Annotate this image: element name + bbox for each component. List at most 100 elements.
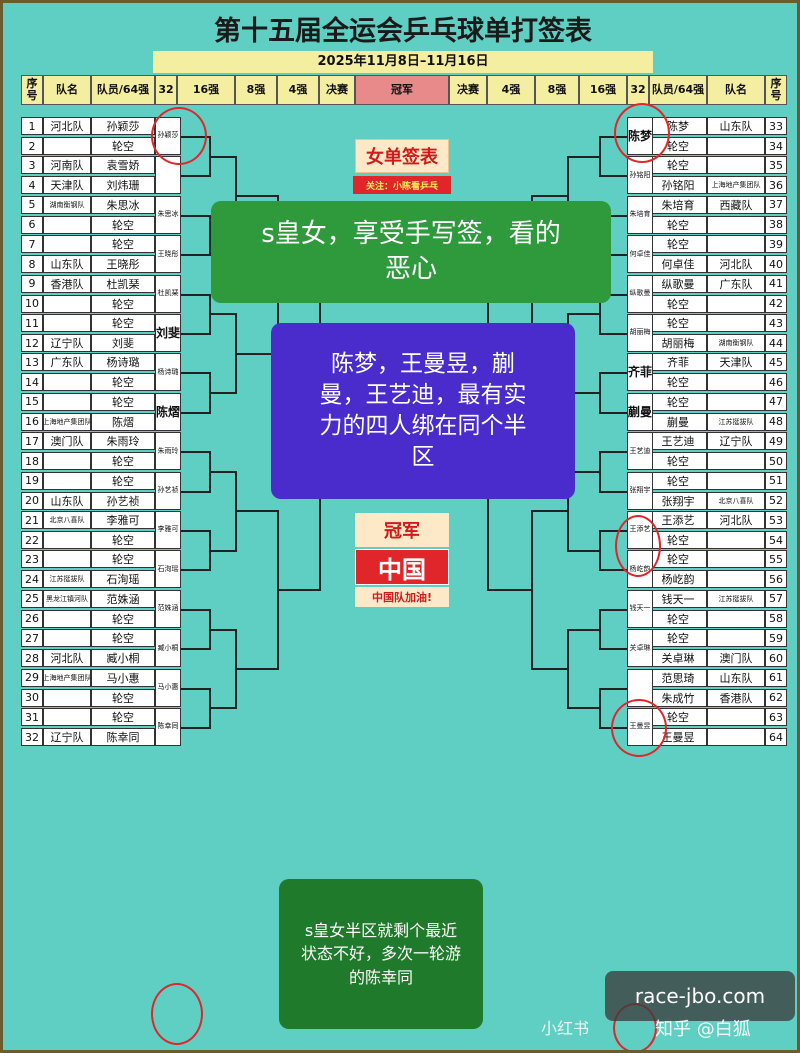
player-name: 蒯曼 [649,412,707,431]
seed-number: 60 [765,649,787,668]
player-name: 轮空 [649,452,707,471]
name-char: 齐 [627,365,640,380]
highlight-circle-sun [151,107,207,165]
name-char: 雨 [164,446,172,455]
team-name: 澳门队 [707,649,765,668]
bracket-line [209,707,235,710]
r32-winner-left: 石洵瑶 [155,550,181,589]
player-name: 轮空 [91,629,155,648]
seed-number: 39 [765,235,787,254]
seed-number: 3 [21,156,43,175]
team-name: 上海地产集团队 [43,412,91,431]
bracket-line [599,687,627,690]
seed-number: 21 [21,511,43,529]
player-name: 袁雪娇 [91,156,155,175]
bracket-line [599,214,627,217]
bracket-line [567,392,599,395]
player-name: 轮空 [91,215,155,234]
team-name: 上海地产集团队 [707,176,765,195]
sign-table-label: 女单签表 [355,139,449,173]
bracket-line [567,628,599,631]
highlight-circle-kuaiman [615,515,661,577]
team-name [43,215,91,234]
bracket-line [181,293,209,296]
r32-winner-left: 陈熠 [155,392,181,431]
name-char: 艺 [164,485,172,494]
bracket-line [531,510,567,513]
name-char: 翔 [636,485,644,494]
bracket-line [487,589,531,592]
seed-number: 63 [765,708,787,726]
player-name: 轮空 [649,294,707,313]
page-title: 第十五届全运会乒乓球单打签表 [214,16,592,47]
seed-number: 9 [21,274,43,293]
team-name [707,531,765,549]
seed-number: 64 [765,728,787,746]
r32-winner-right: 王艺迪 [627,432,653,471]
seed-number: 10 [21,294,43,313]
player-name: 臧小桐 [91,649,155,668]
name-char: 杜 [157,288,165,297]
team-name [707,452,765,471]
player-name: 轮空 [91,471,155,490]
player-name: 何卓佳 [649,255,707,274]
bracket-line [235,195,277,198]
header-cell: 8强 [235,75,277,105]
bracket-line [567,628,569,710]
team-name [707,708,765,726]
name-char: 石 [157,564,165,573]
team-name: 江苏挺拔队 [43,570,91,589]
name-char: 小 [164,682,172,691]
header-cell: 决赛 [319,75,355,105]
r32-winner-left: 杨诗璐 [155,353,181,392]
header-cell: 32 [627,75,649,105]
bracket-line [181,569,209,572]
seed-number: 58 [765,609,787,628]
name-char: 纵 [629,288,637,297]
seed-number: 26 [21,609,43,628]
player-name: 轮空 [91,392,155,411]
player-name: 轮空 [91,235,155,254]
bracket-line [181,490,209,493]
team-name [43,471,91,490]
player-name: 关卓琳 [649,649,707,668]
comment-box-top: s皇女，享受手写签，看的恶心 [211,201,611,303]
seed-number: 56 [765,570,787,589]
team-name: 河北队 [43,117,91,135]
r32-winner-left: 杜凯琹 [155,274,181,313]
seed-number: 29 [21,668,43,687]
player-name: 轮空 [649,314,707,332]
name-char: 丽 [636,328,644,337]
bracket-line [181,608,209,611]
r32-winner-left: 朱雨玲 [155,432,181,471]
bracket-line [277,589,319,592]
seed-number: 53 [765,511,787,529]
player-name: 轮空 [91,550,155,569]
name-char: 祯 [171,485,179,494]
seed-number: 1 [21,117,43,135]
team-name: 河南队 [43,156,91,175]
team-name: 山东队 [43,491,91,510]
header-cell: 4强 [277,75,319,105]
seed-number: 27 [21,629,43,648]
seed-number: 54 [765,531,787,549]
seed-number: 48 [765,412,787,431]
r32-winner-right: 何卓佳 [627,235,653,274]
header-cell: 序号 [21,75,43,105]
player-name: 刘斐 [91,334,155,352]
name-char: 彤 [171,249,179,258]
highlight-circle-chenmeng [614,103,670,163]
comment-text-top: s皇女，享受手写签，看的恶心 [261,218,561,284]
bracket-line [599,372,601,414]
team-name [707,609,765,628]
r32-winner-left: 朱思冰 [155,195,181,234]
name-char: 朱 [157,446,165,455]
player-name: 孙艺祯 [91,491,155,510]
team-name [43,688,91,707]
seed-number: 62 [765,688,787,707]
name-char: 凯 [164,288,172,297]
player-name: 朱雨玲 [91,432,155,451]
bracket-line [599,293,601,335]
seed-number: 59 [765,629,787,648]
team-name: 江苏挺拔队 [707,412,765,431]
